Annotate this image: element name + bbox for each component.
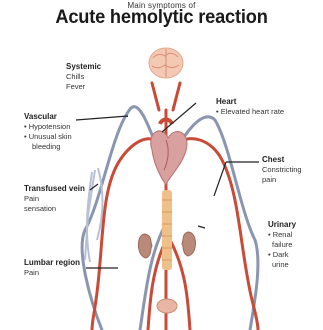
chest-line-2: pain bbox=[262, 175, 302, 185]
vascular-line-3: bleeding bbox=[24, 142, 72, 152]
systemic-line-1: Chills bbox=[66, 72, 101, 82]
label-systemic: Systemic Chills Fever bbox=[66, 62, 101, 92]
label-chest: Chest Constricting pain bbox=[262, 155, 302, 185]
bladder-illustration bbox=[157, 299, 177, 313]
label-heart: Heart • Elevated heart rate bbox=[216, 97, 284, 117]
vascular-line-2: • Unusual skin bbox=[24, 132, 72, 142]
urinary-line-2: failure bbox=[268, 240, 296, 250]
chest-heading: Chest bbox=[262, 155, 302, 165]
heart-heading: Heart bbox=[216, 97, 284, 107]
urinary-heading: Urinary bbox=[268, 220, 296, 230]
urinary-line-3: • Dark bbox=[268, 250, 296, 260]
label-urinary: Urinary • Renal failure • Dark urine bbox=[268, 220, 296, 270]
lumbar-line-1: Pain bbox=[24, 268, 82, 278]
chest-line-1: Constricting bbox=[262, 165, 302, 175]
heart-illustration bbox=[151, 120, 187, 186]
systemic-line-2: Fever bbox=[66, 82, 101, 92]
transfused-vein-line-2: sensation bbox=[24, 204, 90, 214]
label-lumbar-region: Lumbar region Pain bbox=[24, 258, 82, 278]
arteries bbox=[92, 83, 258, 330]
label-vascular: Vascular • Hypotension • Unusual skin bl… bbox=[24, 112, 72, 152]
label-transfused-vein: Transfused vein Pain sensation bbox=[24, 184, 90, 214]
lumbar-heading: Lumbar region bbox=[24, 258, 82, 268]
spine-illustration bbox=[162, 190, 172, 270]
transfused-vein-line-1: Pain bbox=[24, 194, 90, 204]
systemic-heading: Systemic bbox=[66, 62, 101, 72]
transfused-vein-heading: Transfused vein bbox=[24, 184, 90, 194]
heart-line-1: • Elevated heart rate bbox=[216, 107, 284, 117]
urinary-line-1: • Renal bbox=[268, 230, 296, 240]
urinary-line-4: urine bbox=[268, 260, 296, 270]
brain-illustration bbox=[149, 48, 183, 78]
vascular-line-1: • Hypotension bbox=[24, 122, 72, 132]
vascular-heading: Vascular bbox=[24, 112, 72, 122]
